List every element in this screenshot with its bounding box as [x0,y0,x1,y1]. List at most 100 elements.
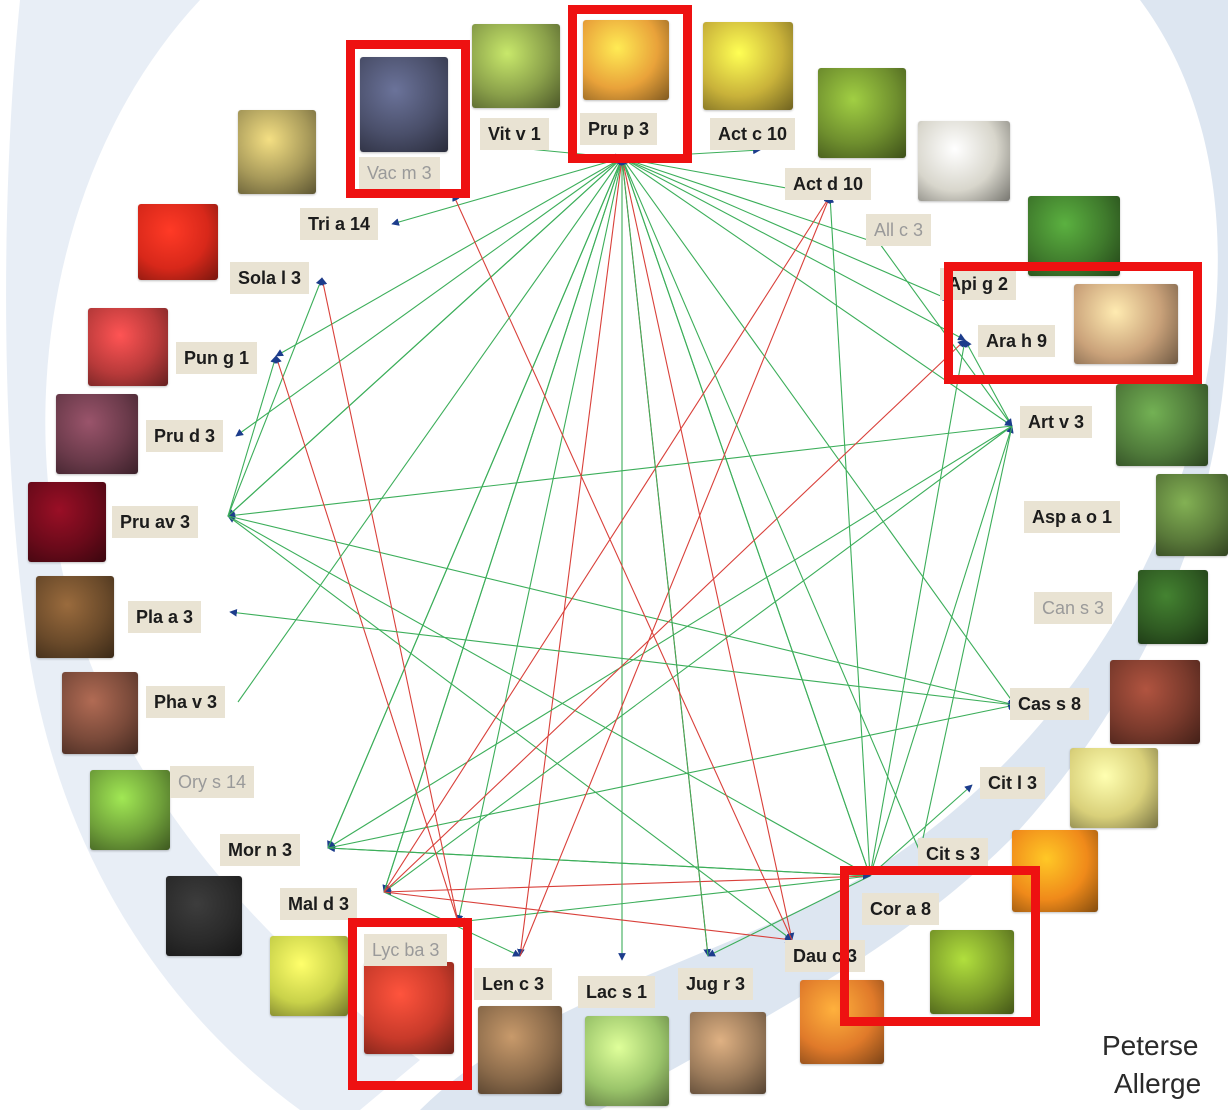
bean-photo [62,672,138,754]
node-label-cor-a-8: Cor a 8 [862,893,940,925]
kiwi-photo [818,68,906,158]
node-label-tri-a-14: Tri a 14 [300,208,379,240]
plum-photo [56,394,138,474]
onion-photo [918,121,1010,201]
edge-cor_a_8-to-lyc_ba_3 [457,875,871,926]
edge-lyc_ba_3-to-sola_l_3 [319,277,459,923]
grapes-photo [472,24,560,108]
node-label-lac-s-1: Lac s 1 [578,976,656,1008]
node-label-vit-v-1: Vit v 1 [480,118,549,150]
edge-pru_av_3-to-dau_c_3 [227,515,793,941]
edge-mor_n_3-to-cas_s_8 [327,702,1016,849]
edge-lyc_ba_3-to-pun_g_1 [274,355,459,923]
node-label-mal-d-3: Mal d 3 [280,888,358,920]
edge-pru_p_3-to-cas_s_8 [621,157,1016,706]
edge-pru_p_3-to-pru_d_3 [235,157,623,437]
peanut-photo [1074,284,1178,364]
node-label-art-v-3: Art v 3 [1020,406,1093,438]
edge-pru_p_3-to-dau_c_3 [621,157,795,941]
highlight-box-lyc-ba-3 [348,918,472,1090]
peach-photo [583,20,669,100]
edge-pru_p_3-to-cor_a_8 [621,157,872,877]
node-label-pun-g-1: Pun g 1 [176,342,258,374]
edge-pru_p_3-to-pun_g_1 [275,157,623,357]
wheat-photo [238,110,316,194]
edge-dau_c_3-to-vac_m_3 [452,193,793,941]
edge-mor_n_3-to-pru_p_3 [327,157,623,849]
highlight-box-vac-m-3 [346,40,470,198]
edge-jug_r_3-to-pru_p_3 [618,157,709,957]
node-label-sola-l-3: Sola l 3 [230,262,310,294]
cherry-photo [28,482,106,562]
node-label-ara-h-9: Ara h 9 [978,325,1056,357]
node-label-cit-s-3: Cit s 3 [918,838,989,870]
edge-art_v_3-to-pru_av_3 [227,425,1013,520]
edge-mal_d_3-to-pru_p_3 [383,157,624,893]
edge-pru_p_3-to-tri_a_14 [391,157,623,226]
edge-cor_a_8-to-pru_av_3 [227,515,871,877]
walnut-photo [690,1012,766,1094]
citation-line-2: Allerge [1114,1068,1202,1099]
blueberries-photo [360,57,448,152]
goji-berry-photo [364,962,454,1054]
pomegranate-photo [88,308,168,386]
edge-pru_av_3-to-pun_g_1 [227,355,278,517]
lettuce-photo [585,1016,669,1106]
node-label-act-d-10: Act d 10 [785,168,872,200]
node-label-pla-a-3: Pla a 3 [128,601,202,633]
edge-mal_d_3-to-dau_c_3 [383,891,793,944]
edge-mal_d_3-to-act_d_10 [383,195,831,893]
edge-mor_n_3-to-cor_a_8 [327,847,871,880]
blackberry-photo [166,876,242,956]
edge-art_v_3-to-mor_n_3 [327,425,1013,849]
node-label-jug-r-3: Jug r 3 [678,968,754,1000]
node-label-len-c-3: Len c 3 [474,968,553,1000]
node-label-cas-s-8: Cas s 8 [1010,688,1090,720]
apple-photo [270,936,348,1016]
edge-pru_av_3-to-cas_s_8 [227,515,1016,708]
rice-plant-photo [90,770,170,850]
node-label-ory-s-14: Ory s 14 [170,766,255,798]
edge-pru_p_3-to-ara_h_9 [621,157,966,341]
edge-len_c_3-to-act_d_10 [519,195,831,957]
gold-kiwi-photo [703,22,793,110]
highlight-box-ara-h-9 [944,262,1202,384]
highlight-box-pru-p-3 [568,5,692,163]
edge-pru_av_3-to-sola_l_3 [227,277,324,517]
edge-cor_a_8-to-act_d_10 [826,195,871,877]
edge-pru_p_3-to-len_c_3 [517,157,623,957]
edge-cit_s_3-to-pru_p_3 [621,157,921,853]
edge-pru_av_3-to-pru_p_3 [227,157,623,517]
edge-cor_a_8-to-art_v_3 [869,425,1014,877]
node-label-lyc-ba-3: Lyc ba 3 [364,934,448,966]
citation-line-1: Peterse [1102,1030,1199,1061]
asparagus-photo [1156,474,1228,556]
node-label-act-c-10: Act c 10 [710,118,796,150]
edge-pru_p_3-to-api_g_2 [621,157,951,301]
hazelnut-photo [930,930,1014,1014]
edge-cas_s_8-to-pla_a_3 [229,608,1016,706]
edge-pha_v_3-to-pru_p_3 [237,157,623,703]
node-label-can-s-3: Can s 3 [1034,592,1113,624]
edge-pru_p_3-to-lyc_ba_3 [455,157,623,923]
edge-art_v_3-to-cit_s_3 [917,425,1013,853]
node-label-cit-l-3: Cit l 3 [980,767,1046,799]
node-label-all-c-3: All c 3 [866,214,932,246]
node-label-asp-a-o-1: Asp a o 1 [1024,501,1121,533]
node-label-mor-n-3: Mor n 3 [220,834,301,866]
edge-pru_p_3-to-all_c_3 [621,157,881,246]
highlight-box-cor-a-8 [840,866,1040,1026]
edge-cor_a_8-to-ara_h_9 [869,339,968,877]
node-label-pha-v-3: Pha v 3 [146,686,226,718]
mugwort-photo [1116,384,1208,466]
edge-cor_a_8-to-cit_l_3 [869,784,973,877]
node-label-pru-av-3: Pru av 3 [112,506,199,538]
node-label-pru-p-3: Pru p 3 [580,113,658,145]
node-label-vac-m-3: Vac m 3 [359,157,440,189]
plane-tree-fruit-photo [36,576,114,658]
lemon-photo [1070,748,1158,828]
node-label-pru-d-3: Pru d 3 [146,420,224,452]
chestnut-photo [1110,660,1200,744]
lentil-photo [478,1006,562,1094]
tomato-photo [138,204,218,280]
